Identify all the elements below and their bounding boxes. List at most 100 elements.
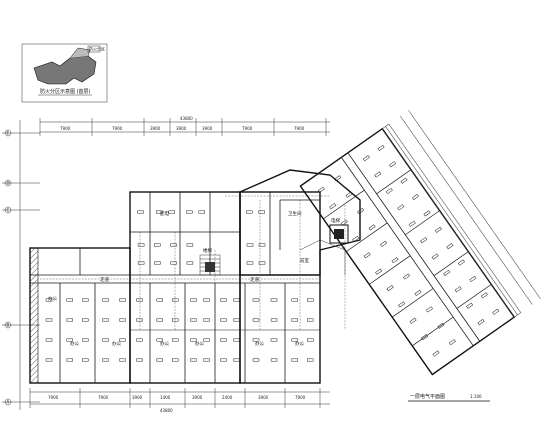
- light-fixture-icon: [469, 275, 477, 283]
- light-fixture-icon: [102, 318, 109, 322]
- dim-bottom-3: 3900: [132, 395, 143, 400]
- light-fixture-icon: [66, 298, 73, 302]
- room-label: 前室: [300, 257, 309, 264]
- light-fixture-icon: [252, 338, 260, 342]
- drawing-title: 一层电气平面图 1:100: [408, 393, 490, 402]
- light-fixture-icon: [431, 253, 439, 260]
- light-fixture-icon: [380, 240, 388, 247]
- light-fixture-icon: [45, 298, 53, 302]
- key-plan: 防火分区 防火分区示意图 (首层): [21, 43, 108, 103]
- room-label: 楼梯: [203, 247, 212, 254]
- bottom-dimension-chain: 7900 7900 3900 1400 3900 2400 3900 7900 …: [29, 388, 330, 413]
- light-fixture-icon: [190, 318, 197, 322]
- light-fixture-icon: [220, 358, 227, 362]
- light-fixture-icon: [252, 358, 260, 362]
- light-fixture-icon: [368, 224, 376, 231]
- electrical-devices: [45, 144, 500, 362]
- light-fixture-icon: [397, 204, 405, 211]
- left-axis-markers: E D C B A: [2, 120, 40, 410]
- light-fixture-icon: [375, 268, 383, 275]
- room-label: 办公: [48, 295, 57, 302]
- axis-label-b: B: [7, 323, 10, 328]
- light-fixture-icon: [270, 338, 278, 342]
- scale-note: 1:100: [470, 394, 482, 399]
- angled-wing-walls: [299, 110, 541, 376]
- light-fixture-icon: [377, 144, 385, 151]
- light-fixture-icon: [82, 318, 89, 322]
- light-fixture-icon: [102, 298, 109, 302]
- light-fixture-icon: [137, 210, 144, 214]
- light-fixture-icon: [172, 358, 179, 362]
- light-fixture-icon: [233, 338, 240, 342]
- light-fixture-icon: [402, 273, 410, 280]
- axis-label-d: D: [7, 181, 10, 186]
- light-fixture-icon: [119, 358, 126, 362]
- room-label: 配电: [160, 210, 169, 217]
- light-fixture-icon: [136, 338, 143, 342]
- light-fixture-icon: [386, 285, 394, 292]
- light-fixture-icon: [291, 298, 298, 302]
- top-dimension-chain: 43800 7900 7900 3900 3900 3900 7900 7900: [39, 116, 330, 136]
- light-fixture-icon: [389, 161, 397, 168]
- light-fixture-icon: [136, 298, 143, 302]
- room-label: 办公: [112, 340, 121, 347]
- light-fixture-icon: [82, 338, 89, 342]
- light-fixture-icon: [363, 252, 371, 259]
- light-fixture-icon: [156, 338, 163, 342]
- room-label: 电梯: [331, 217, 340, 224]
- dim-bottom-5: 3900: [192, 395, 203, 400]
- light-fixture-icon: [258, 261, 266, 265]
- light-fixture-icon: [119, 338, 126, 342]
- light-fixture-icon: [102, 338, 109, 342]
- light-fixture-icon: [170, 261, 177, 265]
- light-fixture-icon: [357, 208, 365, 215]
- light-fixture-icon: [246, 261, 254, 265]
- light-fixture-icon: [136, 358, 143, 362]
- room-label: 办公: [255, 340, 264, 347]
- light-fixture-icon: [172, 338, 179, 342]
- light-fixture-icon: [437, 322, 445, 329]
- light-fixture-icon: [82, 358, 89, 362]
- light-fixture-icon: [385, 187, 393, 195]
- light-fixture-icon: [398, 301, 406, 308]
- light-fixture-icon: [329, 203, 337, 210]
- light-fixture-icon: [220, 318, 227, 322]
- light-fixture-icon: [434, 226, 442, 233]
- light-fixture-icon: [154, 243, 161, 247]
- light-fixture-icon: [448, 339, 456, 346]
- light-fixture-icon: [307, 298, 314, 302]
- light-fixture-icon: [421, 334, 429, 341]
- light-fixture-icon: [233, 298, 240, 302]
- light-fixture-icon: [414, 289, 422, 297]
- light-fixture-icon: [156, 210, 163, 214]
- room-label: 办公: [160, 340, 169, 347]
- light-fixture-icon: [156, 318, 163, 322]
- light-fixture-icon: [334, 175, 342, 182]
- light-fixture-icon: [362, 155, 370, 162]
- light-fixture-icon: [252, 298, 260, 302]
- light-fixture-icon: [66, 358, 73, 362]
- light-fixture-icon: [190, 298, 197, 302]
- light-fixture-icon: [102, 358, 109, 362]
- light-fixture-icon: [203, 338, 210, 342]
- dim-bottom-2: 7900: [98, 395, 109, 400]
- light-fixture-icon: [492, 308, 500, 315]
- light-fixture-icon: [156, 358, 163, 362]
- light-fixture-icon: [66, 338, 73, 342]
- room-label: 卫生间: [288, 210, 302, 217]
- dim-bottom-8: 7900: [295, 395, 306, 400]
- light-fixture-icon: [391, 257, 399, 264]
- light-fixture-icon: [420, 237, 428, 244]
- keyplan-caption: 防火分区示意图 (首层): [40, 88, 91, 95]
- light-fixture-icon: [198, 210, 205, 214]
- light-fixture-icon: [340, 219, 348, 226]
- light-fixture-icon: [82, 298, 89, 302]
- dim-bottom-1: 7900: [48, 395, 59, 400]
- room-label: 走道: [250, 276, 259, 283]
- light-fixture-icon: [408, 220, 416, 227]
- light-fixture-icon: [136, 318, 143, 322]
- light-fixture-icon: [423, 210, 431, 217]
- light-fixture-icon: [443, 269, 451, 276]
- light-fixture-icon: [203, 318, 210, 322]
- light-fixture-icon: [411, 193, 419, 201]
